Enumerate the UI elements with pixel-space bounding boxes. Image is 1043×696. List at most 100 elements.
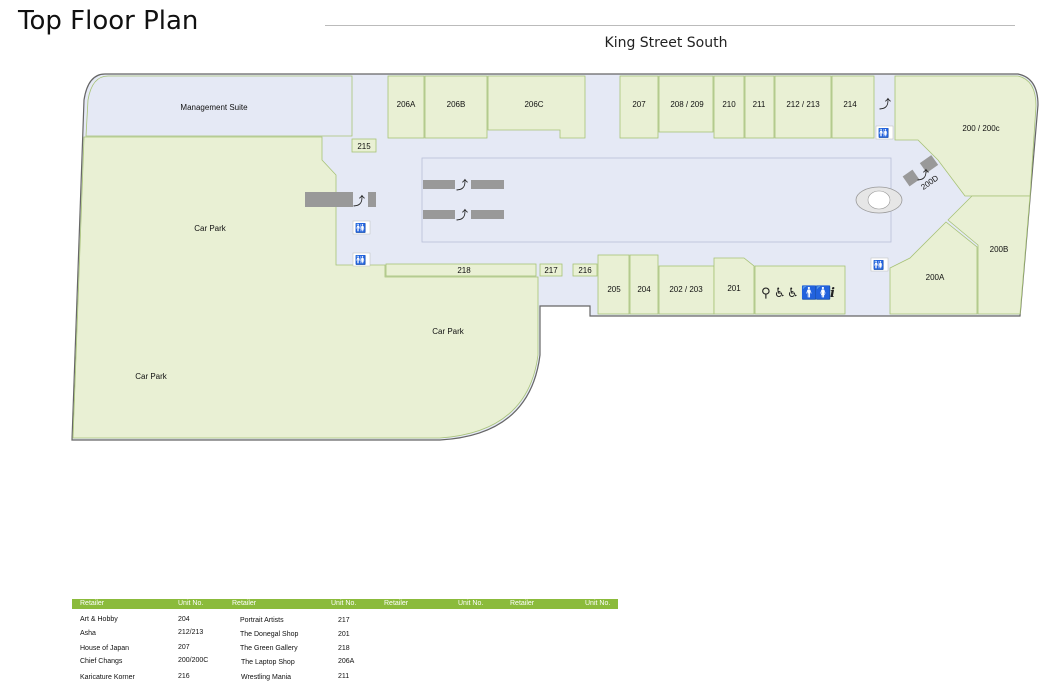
unit-206b-label: 206B [447,100,466,109]
unit-218 [385,263,537,277]
unit-212 [774,75,832,139]
retailer-name: Art & Hobby [80,616,118,623]
retailer-name: The Green Gallery [240,645,298,652]
retailer-name: The Donegal Shop [240,631,299,638]
unit-206c-label: 206C [524,100,543,109]
unit-204 [629,254,659,315]
svg-text:🚻: 🚻 [878,127,889,139]
unit-200 [894,75,1037,197]
header-retailer: Retailer [384,600,409,607]
escalator-right [902,169,920,187]
unit-200b [947,195,1031,315]
retailer-name: Wrestling Mania [241,674,292,681]
header-unit: Unit No. [331,600,357,607]
svg-text:🚻: 🚻 [355,222,366,234]
header-unit: Unit No. [458,600,484,607]
svg-text:🚺: 🚺 [815,285,831,301]
svg-text:⤴: ⤴ [353,193,365,208]
escalator-centre-bot-l [423,210,455,219]
unit-211-label: 211 [753,100,766,109]
management-suite-label: Management Suite [180,103,248,112]
unit-210-label: 210 [722,100,736,109]
retailer-name: Chief Changs [80,658,123,665]
unit-205-label: 205 [607,285,621,294]
retailer-name: The Laptop Shop [241,659,295,666]
facilities-icons: ⚲ ♿ ♿ 🚹 🚺 i [761,285,835,301]
directory-header: Retailer Unit No. Retailer Unit No. Reta… [72,599,618,609]
unit-207 [619,75,659,139]
header-retailer: Retailer [80,600,105,607]
unit-211 [744,75,775,139]
unit-217-label: 217 [544,266,558,275]
retailer-unit: 206A [338,658,355,665]
unit-217 [539,263,563,277]
car-park-area [72,136,539,439]
unit-201-label: 201 [727,284,741,293]
unit-216-label: 216 [578,266,592,275]
toilets-icon: 🚻 🚻 🚻 🚻 [352,125,894,272]
retailer-unit: 201 [338,631,350,638]
baby-change-icon: ⚲ [761,286,771,301]
retailer-unit: 218 [338,645,350,652]
unit-208-label: 208 / 209 [670,100,704,109]
escalator-centre-bot-r [471,210,504,219]
retailer-name: Asha [80,630,96,637]
unit-205 [597,254,630,315]
unit-201 [713,257,755,315]
svg-text:🚻: 🚻 [355,254,366,266]
unit-206a-label: 206A [397,100,416,109]
unit-214 [831,75,875,139]
unit-206a [387,75,425,139]
unit-202 [658,265,715,315]
unit-206c [487,75,586,139]
unit-215-label: 215 [357,142,371,151]
retailer-name: Karicature Korner [80,674,135,681]
header-unit: Unit No. [585,600,611,607]
unit-200a [889,221,978,315]
svg-text:🚻: 🚻 [873,259,884,271]
svg-text:⤴: ⤴ [456,177,468,192]
street-label: King Street South [604,35,728,51]
retailer-name: Portrait Artists [240,617,284,624]
retailer-unit: 211 [338,673,350,680]
unit-207-label: 207 [632,100,646,109]
retailer-unit: 217 [338,617,350,624]
escalator-centre-top-r [471,180,504,189]
unit-200a-label: 200A [926,273,945,282]
retailer-directory: Retailer Unit No. Retailer Unit No. Reta… [72,599,618,681]
page-title: Top Floor Plan [18,6,199,36]
unit-212-label: 212 / 213 [786,100,820,109]
toilets-block [754,265,846,315]
svg-text:🚹: 🚹 [801,285,817,301]
unit-200-label: 200 / 200c [962,124,999,133]
retailer-unit: 216 [178,673,190,680]
unit-215 [351,138,377,153]
car-park-label: Car Park [432,327,465,336]
escalator-left [305,192,353,207]
retailer-unit: 204 [178,616,190,623]
information-icon: i [830,286,835,301]
management-suite [85,75,353,137]
retailer-unit: 207 [178,644,190,651]
svg-text:⤴: ⤴ [879,96,891,111]
unit-214-label: 214 [843,100,857,109]
retailer-unit: 200/200C [178,657,209,664]
unit-206b [424,75,488,139]
retailer-name: House of Japan [80,645,130,652]
unit-218-label: 218 [457,266,471,275]
escalator-centre-top-l [423,180,455,189]
mall-void [421,157,892,243]
header-retailer: Retailer [232,600,257,607]
svg-text:♿: ♿ [774,286,786,301]
svg-text:⤴: ⤴ [917,167,929,182]
header-retailer: Retailer [510,600,535,607]
unit-204-label: 204 [637,285,651,294]
header-unit: Unit No. [178,600,204,607]
unit-200b-label: 200B [990,245,1009,254]
street-divider [325,25,1015,26]
unit-216 [572,263,598,277]
car-park-label: Car Park [194,224,227,233]
unit-208 [658,75,714,133]
unit-202-label: 202 / 203 [669,285,703,294]
